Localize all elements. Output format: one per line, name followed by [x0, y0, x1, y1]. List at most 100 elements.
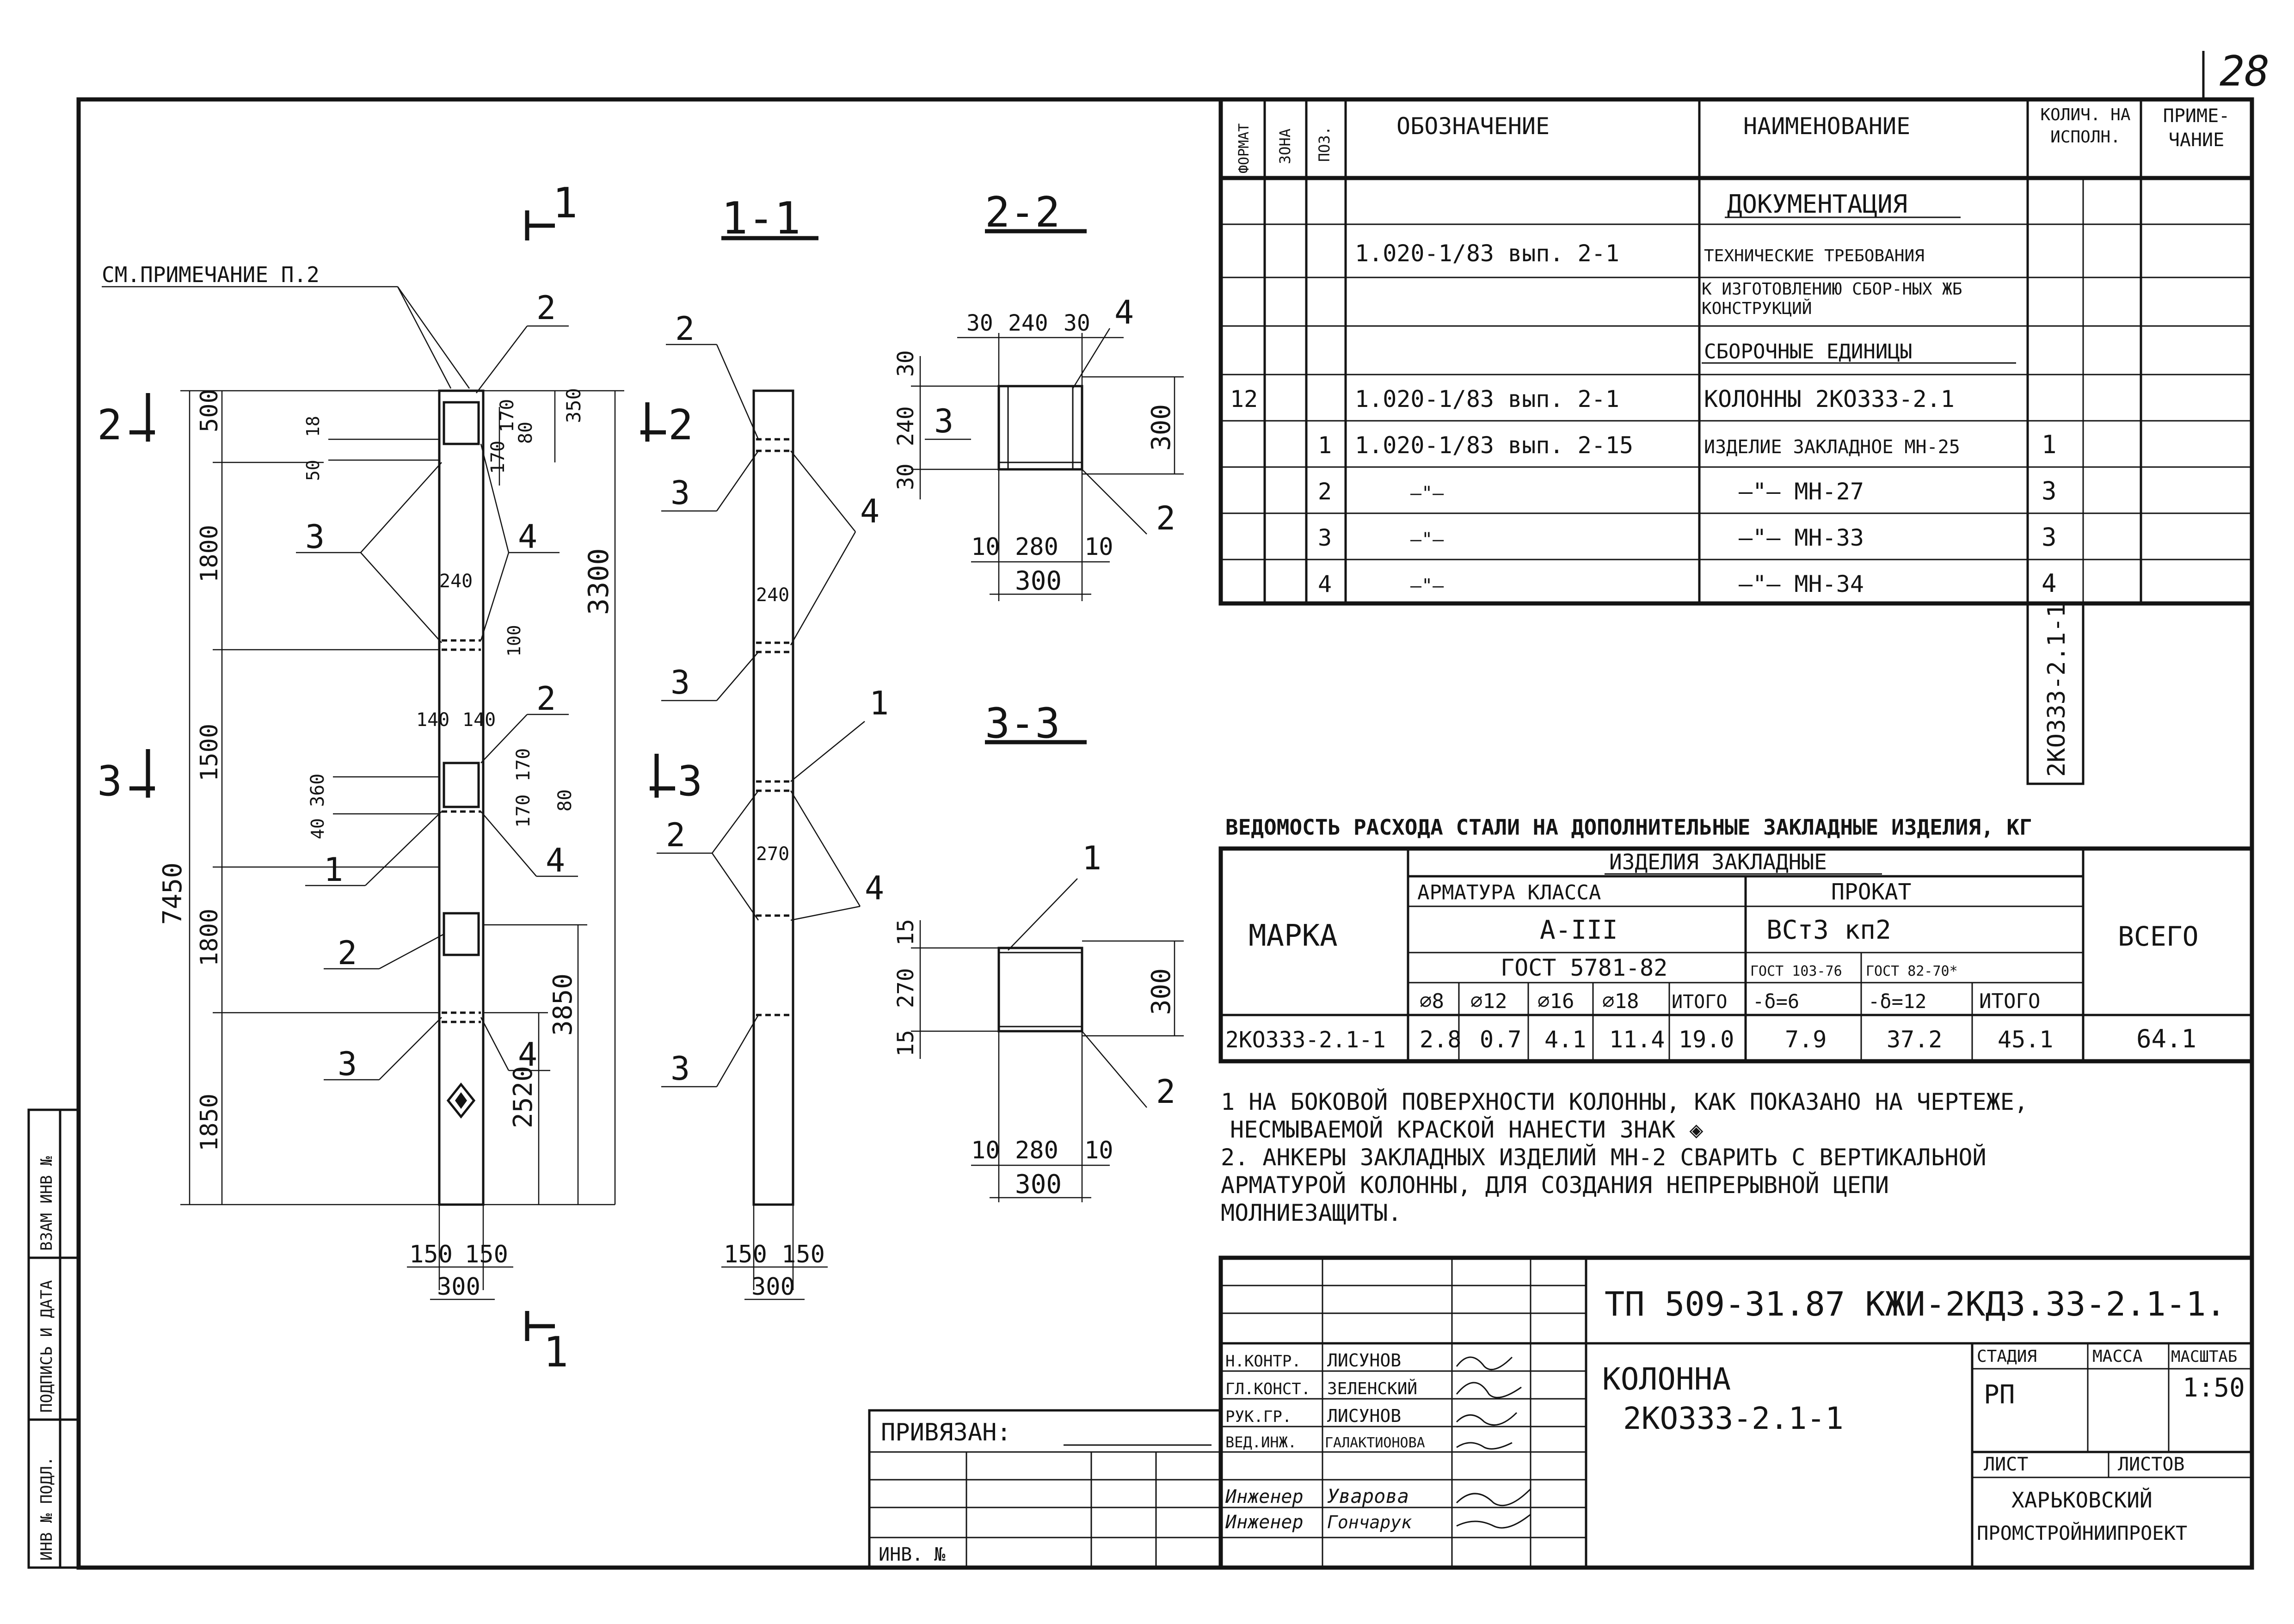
svg-text:4: 4	[1114, 294, 1134, 332]
svg-text:3: 3	[670, 1050, 690, 1088]
spec-row-designation: 1.020-1/83 вып. 2-1	[1355, 386, 1619, 412]
spec-row-designation: —"—	[1410, 575, 1444, 597]
svg-text:150: 150	[724, 1241, 767, 1268]
svg-text:2: 2	[1156, 1073, 1175, 1111]
svg-text:2: 2	[668, 401, 693, 449]
spec-row-name: —"— МН-33	[1739, 524, 1864, 551]
svg-text:300: 300	[1015, 566, 1062, 596]
svg-text:170: 170	[513, 748, 534, 781]
svg-text:2520: 2520	[508, 1066, 538, 1128]
svg-text:10: 10	[971, 1137, 1000, 1164]
svg-text:⌀12: ⌀12	[1470, 990, 1507, 1013]
svg-text:-δ=12: -δ=12	[1868, 990, 1926, 1013]
svg-text:ГОСТ 5781-82: ГОСТ 5781-82	[1501, 954, 1667, 981]
svg-text:МАССА: МАССА	[2092, 1347, 2143, 1366]
svg-text:4: 4	[1318, 571, 1332, 597]
spec-row-designation: 1.020-1/83 вып. 2-1	[1355, 240, 1619, 267]
svg-text:140: 140	[462, 709, 496, 731]
svg-text:ИЗДЕЛИЯ ЗАКЛАДНЫЕ: ИЗДЕЛИЯ ЗАКЛАДНЫЕ	[1609, 849, 1827, 874]
svg-text:280: 280	[1015, 533, 1058, 561]
svg-text:170: 170	[513, 794, 534, 828]
svg-text:1800: 1800	[196, 525, 223, 583]
spec-row-name: ИЗДЕЛИЕ ЗАКЛАДНОЕ МН-25	[1704, 437, 1960, 458]
svg-text:10: 10	[1084, 1137, 1113, 1164]
spec-row-name: К ИЗГОТОВЛЕНИЮ СБОР-НЫХ ЖБ КОНСТРУКЦИЙ	[1702, 280, 1962, 318]
svg-text:150: 150	[465, 1241, 508, 1268]
svg-text:ПОЗ.: ПОЗ.	[1316, 126, 1333, 162]
svg-text:ЗОНА: ЗОНА	[1276, 129, 1294, 164]
svg-text:ВЕД.ИНЖ.: ВЕД.ИНЖ.	[1225, 1433, 1297, 1451]
header-qty: КОЛИЧ. НА ИСПОЛН.	[2040, 105, 2131, 147]
svg-text:2: 2	[338, 934, 357, 972]
svg-text:3: 3	[2042, 476, 2057, 505]
svg-text:ИТОГО: ИТОГО	[1672, 991, 1727, 1013]
svg-text:3: 3	[97, 757, 122, 806]
svg-text:1: 1	[553, 179, 578, 228]
svg-text:4: 4	[2042, 569, 2057, 598]
privyazan-label: ПРИВЯЗАН:	[881, 1419, 1011, 1446]
svg-text:0.7: 0.7	[1480, 1026, 1521, 1053]
svg-text:3: 3	[2042, 523, 2057, 552]
spec-row-designation: —"—	[1410, 529, 1444, 550]
svg-text:300: 300	[437, 1273, 480, 1301]
svg-text:4: 4	[860, 492, 879, 530]
steel-row-total: 64.1	[2136, 1024, 2196, 1053]
svg-text:15: 15	[893, 919, 919, 946]
svg-text:30: 30	[893, 463, 919, 490]
section-marker-bottom: 1	[525, 1311, 568, 1377]
svg-text:1: 1	[543, 1328, 568, 1377]
svg-text:3: 3	[677, 757, 702, 806]
svg-text:АРМАТУРОЙ КОЛОННЫ, ДЛЯ СОЗДАНИ: АРМАТУРОЙ КОЛОННЫ, ДЛЯ СОЗДАНИЯ НЕПРЕРЫВ…	[1221, 1171, 1889, 1199]
svg-text:ЛИСТ: ЛИСТ	[1984, 1454, 2028, 1475]
spec-row-name: ТЕХНИЧЕСКИЕ ТРЕБОВАНИЯ	[1704, 246, 1925, 265]
notes: 1 НА БОКОВОЙ ПОВЕРХНОСТИ КОЛОННЫ, КАК ПО…	[1221, 1088, 2028, 1226]
svg-text:10: 10	[971, 533, 1000, 561]
svg-text:1: 1	[869, 684, 889, 722]
svg-text:2: 2	[97, 401, 122, 449]
svg-text:240: 240	[893, 406, 919, 446]
svg-text:150: 150	[781, 1241, 825, 1268]
svg-text:4: 4	[518, 1036, 537, 1074]
svg-text:3: 3	[934, 402, 953, 440]
svg-text:45.1: 45.1	[1998, 1026, 2053, 1053]
svg-text:4.1: 4.1	[1544, 1026, 1586, 1053]
svg-text:37.2: 37.2	[1887, 1026, 1942, 1053]
svg-text:НЕСМЫВАЕМОЙ КРАСКОЙ НАНЕСТИ ЗН: НЕСМЫВАЕМОЙ КРАСКОЙ НАНЕСТИ ЗНАК ◈	[1230, 1116, 1704, 1143]
svg-text:РУК.ГР.: РУК.ГР.	[1225, 1408, 1292, 1426]
svg-text:ГАЛАКТИОНОВА: ГАЛАКТИОНОВА	[1325, 1435, 1425, 1451]
title-line-2: 2КО333-2.1-1	[1623, 1401, 1844, 1436]
svg-text:ЛИСУНОВ: ЛИСУНОВ	[1327, 1406, 1401, 1426]
svg-text:280: 280	[1015, 1137, 1058, 1164]
svg-text:2: 2	[1156, 499, 1175, 537]
svg-text:30: 30	[893, 350, 919, 377]
section-marker-top: 1	[525, 179, 578, 240]
svg-text:⌀8: ⌀8	[1420, 990, 1444, 1013]
svg-text:Гончарук: Гончарук	[1327, 1512, 1412, 1532]
sheet-number: 28	[2220, 47, 2269, 96]
svg-text:2: 2	[666, 816, 685, 854]
svg-text:170: 170	[487, 441, 509, 474]
spec-row-designation: 1.020-1/83 вып. 2-15	[1355, 432, 1633, 459]
svg-text:100: 100	[504, 625, 524, 657]
svg-text:350: 350	[562, 388, 585, 423]
side-stamp-vzam-inv: ВЗАМ ИНВ №	[37, 1156, 56, 1251]
svg-text:2: 2	[536, 289, 556, 327]
svg-text:Инженер: Инженер	[1225, 1512, 1304, 1533]
svg-text:19.0: 19.0	[1679, 1026, 1734, 1053]
svg-text:270: 270	[756, 843, 789, 865]
svg-text:ГОСТ 103-76: ГОСТ 103-76	[1750, 963, 1842, 979]
svg-text:2.8: 2.8	[1420, 1026, 1461, 1053]
svg-text:ГЛ.КОНСТ.: ГЛ.КОНСТ.	[1225, 1380, 1310, 1398]
svg-text:А-III: А-III	[1540, 915, 1618, 945]
svg-text:80: 80	[515, 422, 536, 444]
header-note: ПРИМЕ-ЧАНИЕ	[2163, 105, 2230, 151]
svg-text:2. АНКЕРЫ ЗАКЛАДНЫХ ИЗДЕЛИЙ МН: 2. АНКЕРЫ ЗАКЛАДНЫХ ИЗДЕЛИЙ МН-2 СВАРИТЬ…	[1221, 1144, 1986, 1171]
svg-text:3850: 3850	[548, 973, 578, 1036]
svg-text:⌀18: ⌀18	[1602, 990, 1639, 1013]
svg-text:РП: РП	[1984, 1380, 2015, 1410]
side-stamp: ИНВ № ПОДЛ. ПОДПИСЬ И ДАТА ВЗАМ ИНВ №	[27, 1108, 80, 1569]
svg-text:150: 150	[409, 1241, 453, 1268]
svg-text:3: 3	[670, 474, 690, 512]
side-marker-3-left: 3	[97, 749, 155, 806]
